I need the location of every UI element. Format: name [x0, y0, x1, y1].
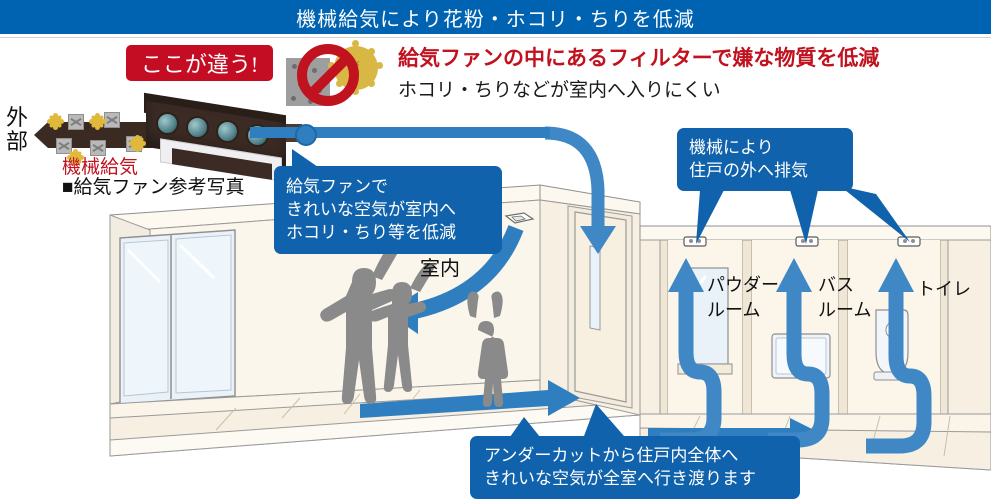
label-bath-line-2: ルーム: [818, 300, 872, 320]
highlight-badge: ここが違う!: [126, 45, 273, 81]
page-title: 機械給気により花粉・ホコリ・ちりを低減: [296, 8, 695, 31]
fan-photo-caption: ■給気ファン参考写真: [62, 177, 245, 198]
pollen-dot-icon: [132, 138, 143, 149]
header-divider: [0, 34, 991, 38]
label-powder-line-1: パウダー: [707, 275, 779, 295]
callout-supply-line-2: きれいな空気が室内へ: [286, 200, 456, 219]
callout-supply-line-1: 給気ファンで: [286, 177, 388, 196]
dust-square-icon: [56, 138, 72, 154]
callout-exhaust-line-2: 住戸の外へ排気: [689, 161, 808, 180]
callout-undercut-tail: [510, 417, 540, 437]
callout-undercut: アンダーカットから住戸内全体へ きれいな空気が全室へ行き渡ります: [470, 417, 800, 499]
headline-secondary: ホコリ・ちりなどが室内へ入りにくい: [398, 80, 721, 101]
label-toilet: トイレ: [917, 279, 971, 299]
label-powder-line-2: ルーム: [707, 300, 761, 320]
pollen-dot-icon: [70, 152, 81, 163]
label-powder-room: パウダー ルーム: [707, 273, 779, 323]
headline-primary: 給気ファンの中にあるフィルターで嫌な物質を低減: [398, 46, 880, 70]
mechanical-supply-label: 機械給気: [62, 157, 139, 178]
callout-supply-line-3: ホコリ・ちり等を低減: [286, 223, 456, 242]
label-bath-room: バス ルーム: [818, 273, 871, 323]
callout-undercut-line-1: アンダーカットから住戸内全体へ: [484, 446, 739, 465]
label-indoor: 室内: [420, 258, 460, 280]
dust-square-icon: [68, 114, 84, 130]
header-bar: 機械給気により花粉・ホコリ・ちりを低減: [0, 0, 991, 34]
no-dust-symbol: ××: [286, 36, 394, 108]
people-silhouettes: [320, 246, 509, 407]
label-bath-line-1: バス: [818, 275, 854, 295]
dust-square-icon: [90, 140, 106, 156]
pollen-dot-icon: [92, 116, 103, 127]
supply-fan-photo: [138, 92, 302, 182]
callout-exhaust-line-1: 機械により: [689, 138, 774, 157]
callout-supply-tail: [292, 149, 318, 167]
callout-undercut-line-2: きれいな空気が全室へ行き渡ります: [484, 469, 756, 488]
highlight-badge-label: ここが違う!: [140, 52, 259, 77]
supply-duct-line: [250, 127, 550, 138]
prohibition-circle-icon: [297, 44, 359, 106]
duct-joint-icon: [295, 124, 317, 146]
callout-supply-air: 給気ファンで きれいな空気が室内へ ホコリ・ちり等を低減: [274, 149, 502, 254]
dust-square-icon: [104, 112, 120, 128]
callout-exhaust: 機械により 住戸の外へ排気: [677, 128, 853, 191]
exterior-label: 外部: [5, 105, 28, 154]
pollen-dot-icon: [50, 116, 61, 127]
